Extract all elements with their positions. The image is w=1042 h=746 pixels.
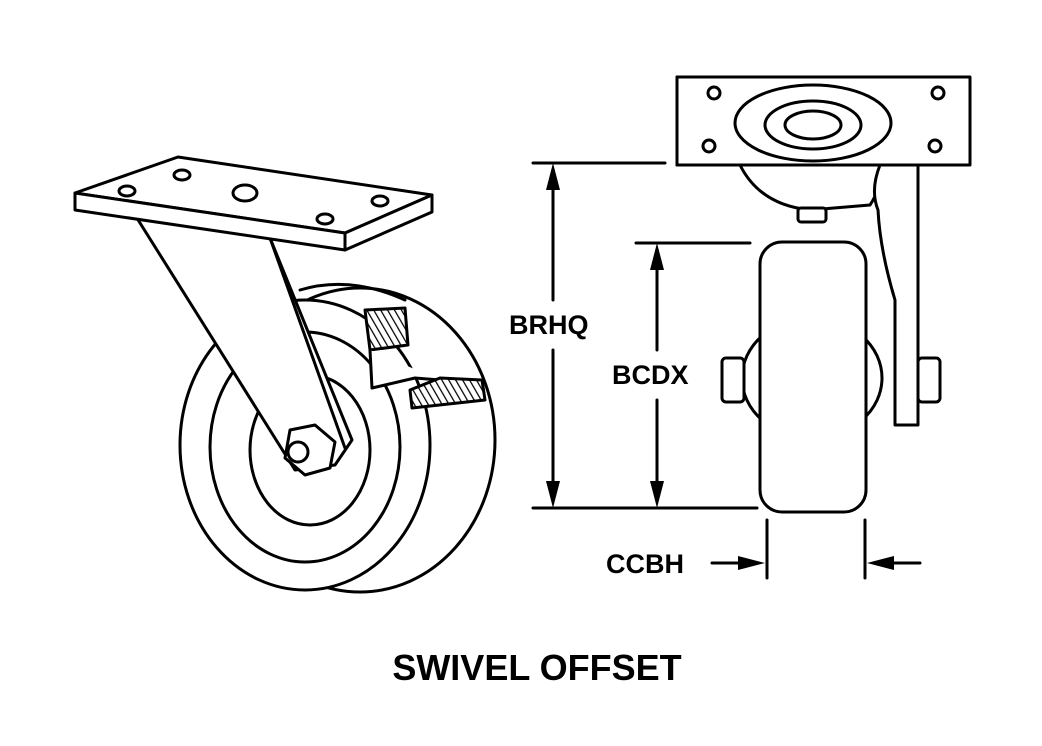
- hub-nut-left: [283, 423, 337, 477]
- arrow-right-icon: [738, 556, 765, 570]
- label-ccbh: CCBH: [606, 549, 684, 579]
- arrow-down-icon: [546, 481, 560, 508]
- bolt-hole-icon: [231, 183, 259, 203]
- axle-nut-left: [720, 356, 746, 404]
- diagram-title: SWIVEL OFFSET: [392, 647, 681, 688]
- mounting-plate-left: [73, 155, 434, 252]
- bolt-hole-icon: [172, 168, 192, 182]
- label-bcdx: BCDX: [612, 360, 689, 390]
- label-brhq: BRHQ: [509, 310, 589, 340]
- bolt-hole-icon: [370, 194, 390, 208]
- axle-nut-right: [916, 356, 942, 404]
- dimension-lines: [531, 161, 922, 580]
- arrow-down-icon: [650, 481, 664, 508]
- kingpin: [796, 206, 828, 224]
- bolt-hole-icon: [117, 184, 137, 198]
- arrow-up-icon: [650, 243, 664, 270]
- bolt-hole-icon: [315, 212, 335, 226]
- arrow-left-icon: [867, 556, 894, 570]
- swivel-housing: [738, 163, 887, 212]
- caster-perspective-view: [73, 155, 497, 594]
- mounting-plate-right: [675, 75, 972, 167]
- fork-leg: [873, 163, 920, 427]
- caster-side-view: [675, 75, 972, 514]
- arrow-up-icon: [546, 163, 560, 190]
- wheel-side: [758, 240, 868, 514]
